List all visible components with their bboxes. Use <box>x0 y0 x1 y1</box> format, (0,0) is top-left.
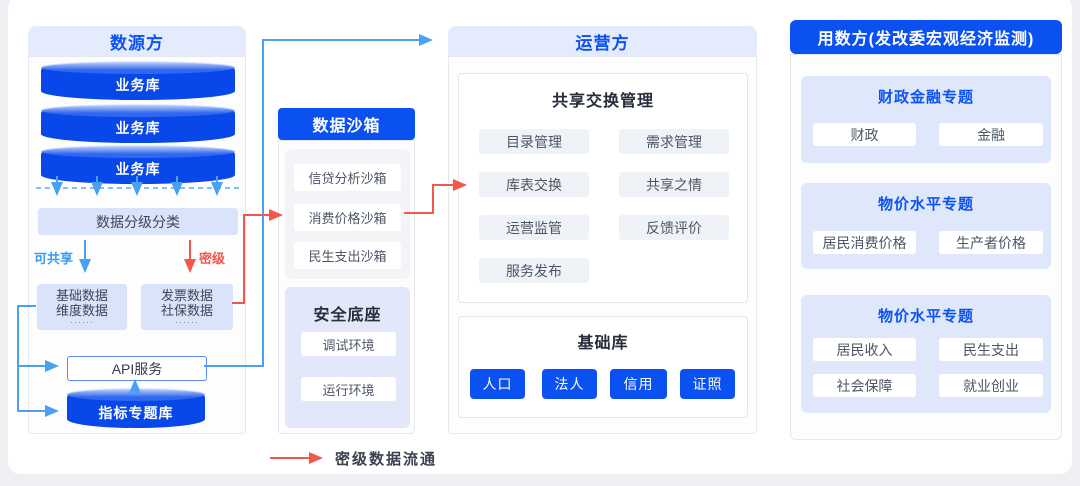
data-classification-box: 数据分级分类 <box>38 208 238 235</box>
operator-body: 共享交换管理 目录管理 需求管理 库表交换 共享之情 运营监管 反馈评价 服务发… <box>448 56 757 434</box>
sandbox-item: 民生支出沙箱 <box>294 242 401 269</box>
topic-item-finance: 金融 <box>939 123 1043 146</box>
data-source-body: 业务库 业务库 业务库 数据分级分类 可共享 密级 基础数据 维度数据 ····… <box>28 56 246 434</box>
topic-price-level-2: 物价水平专题 居民收入 民生支出 社会保障 就业创业 <box>801 295 1051 413</box>
ellipsis: ······ <box>70 317 94 327</box>
exchange-management-title: 共享交换管理 <box>551 93 654 110</box>
panel-data-sandbox: 数据沙箱 信贷分析沙箱 消费价格沙箱 民生支出沙箱 安全底座 调试环境 运行环境 <box>278 108 415 434</box>
topic-price-level-1: 物价水平专题 居民消费价格 生产者价格 <box>801 183 1051 269</box>
business-db-cylinder: 业务库 <box>41 61 235 100</box>
topic-title: 物价水平专题 <box>877 196 974 213</box>
topic-item-social: 社会保障 <box>813 374 916 397</box>
topic-title: 财政金融专题 <box>877 89 974 106</box>
shareable-data-line: 基础数据 <box>55 288 108 303</box>
security-base-section: 安全底座 调试环境 运行环境 <box>285 287 410 428</box>
security-env-item: 运行环境 <box>301 377 396 401</box>
sandbox-item: 信贷分析沙箱 <box>294 164 401 191</box>
topic-item-expense: 民生支出 <box>939 338 1043 361</box>
classified-data-box: 发票数据 社保数据 ······ <box>141 284 233 330</box>
ellipsis: ······ <box>175 317 199 327</box>
panel-data-consumer: 用数方(发改委宏观经济监测) 财政金融专题 财政 金融 物价水平专题 居民消费价… <box>790 20 1062 440</box>
topic-fiscal-finance: 财政金融专题 财政 金融 <box>801 76 1051 163</box>
business-db-label: 业务库 <box>115 77 161 93</box>
security-base-title: 安全底座 <box>313 307 382 324</box>
base-lib-credit: 信用 <box>610 369 667 399</box>
exchange-management-box: 共享交换管理 目录管理 需求管理 库表交换 共享之情 运营监管 反馈评价 服务发… <box>458 73 748 303</box>
indicator-db-cylinder: 指标专题库 <box>67 388 205 428</box>
topic-item-cpi: 居民消费价格 <box>813 231 916 254</box>
exchange-item-share: 共享之情 <box>619 172 729 197</box>
data-consumer-title: 用数方(发改委宏观经济监测) <box>790 20 1062 54</box>
shareable-label: 可共享 <box>34 251 74 266</box>
business-db-label: 业务库 <box>115 161 161 177</box>
exchange-item-feedback: 反馈评价 <box>619 215 729 240</box>
data-source-title: 数源方 <box>28 26 246 56</box>
exchange-item-catalog: 目录管理 <box>479 129 589 154</box>
classified-data-line: 社保数据 <box>160 303 213 318</box>
base-lib-population: 人口 <box>470 369 525 399</box>
topic-item-employment: 就业创业 <box>939 374 1043 397</box>
topic-item-ppi: 生产者价格 <box>939 231 1043 254</box>
data-consumer-body: 财政金融专题 财政 金融 物价水平专题 居民消费价格 生产者价格 物价水平专题 … <box>790 54 1062 440</box>
business-db-cylinder: 业务库 <box>41 145 235 184</box>
exchange-item-table: 库表交换 <box>479 172 589 197</box>
exchange-item-demand: 需求管理 <box>619 129 729 154</box>
api-service-box: API服务 <box>67 356 207 381</box>
classified-data-line: 发票数据 <box>160 288 213 303</box>
shareable-data-box: 基础数据 维度数据 ······ <box>37 284 127 330</box>
shareable-data-line: 维度数据 <box>55 303 108 318</box>
business-db-label: 业务库 <box>115 120 161 136</box>
exchange-item-monitor: 运营监管 <box>479 215 589 240</box>
security-env-item: 调试环境 <box>301 332 396 356</box>
operator-title: 运营方 <box>448 26 757 56</box>
panel-operator: 运营方 共享交换管理 目录管理 需求管理 库表交换 共享之情 运营监管 反馈评价… <box>448 26 757 434</box>
base-lib-legal: 法人 <box>542 369 597 399</box>
business-db-cylinder: 业务库 <box>41 104 235 143</box>
topic-item-fiscal: 财政 <box>813 123 916 146</box>
data-sandbox-body: 信贷分析沙箱 消费价格沙箱 民生支出沙箱 安全底座 调试环境 运行环境 <box>278 140 415 434</box>
exchange-item-publish: 服务发布 <box>479 258 589 283</box>
sandbox-item: 消费价格沙箱 <box>294 204 401 231</box>
base-lib-certificate: 证照 <box>680 369 735 399</box>
topic-title: 物价水平专题 <box>877 308 974 325</box>
topic-item-income: 居民收入 <box>813 338 916 361</box>
base-library-box: 基础库 人口 法人 信用 证照 <box>458 316 748 418</box>
sandbox-list-section: 信贷分析沙箱 消费价格沙箱 民生支出沙箱 <box>285 149 410 279</box>
panel-data-source: 数源方 业务库 业务库 业务库 数据分级分类 可共享 密级 基础数据 维度数据 … <box>28 26 246 434</box>
data-sandbox-title: 数据沙箱 <box>278 108 415 140</box>
base-library-title: 基础库 <box>577 335 629 352</box>
classified-label: 密级 <box>199 251 226 266</box>
indicator-db-label: 指标专题库 <box>98 405 174 421</box>
legend-classified-flow-label: 密级数据流通 <box>335 451 438 468</box>
